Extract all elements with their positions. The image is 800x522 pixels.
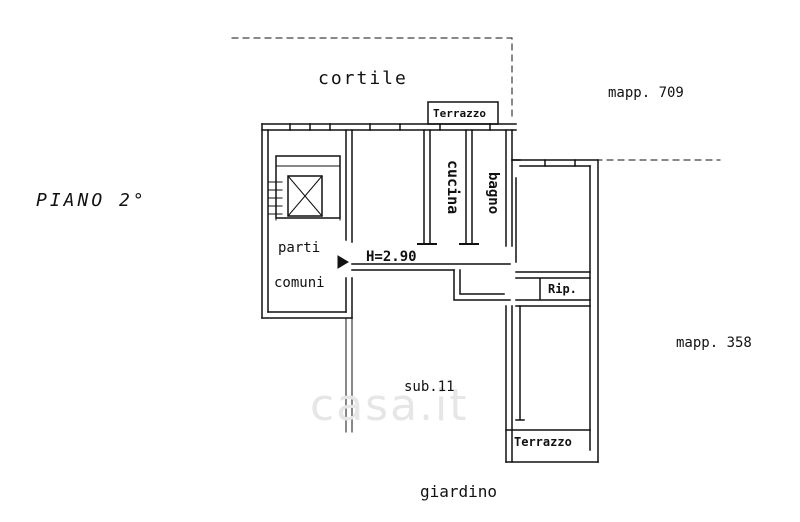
storage-label: Rip. [548,282,577,296]
window-marks [289,123,576,167]
parcel-709-label: mapp. 709 [608,85,684,101]
outer-wall-left [261,123,269,319]
wall-bath-jog [511,129,521,161]
stair-wall [275,155,341,221]
wall-kitchen-right [465,129,473,245]
bathroom-label: bagno [485,172,501,215]
entry-arrow [337,255,349,269]
lift-cross [287,175,323,217]
wall-common-divider [345,129,353,243]
corridor-step [453,269,511,301]
subunit-label: sub.11 [404,379,455,395]
corridor-top [351,263,511,271]
wall-right-top [511,159,599,167]
lift-shaft [287,175,323,217]
bottom-terrace [505,429,599,463]
wall-kitchen-left [423,129,431,245]
outer-wall-bottom-left [261,311,353,319]
wall-common-bottom [345,277,353,319]
storage-walls [515,271,591,307]
room-sub11-right-jog [515,305,525,421]
wall-bath-right [505,129,513,247]
height-label: H=2.90 [366,249,417,265]
courtyard-boundary [231,37,513,121]
garden-label: giardino [420,482,498,501]
watermark: casa.it [310,380,469,431]
kitchen-label: cucina [444,160,462,215]
parcel-358-label: mapp. 358 [676,335,752,351]
stair-steps [267,181,283,215]
room-sub11-right [505,305,513,463]
stairwell [275,155,341,219]
top-terrace-label: Terrazzo [433,107,486,120]
common-parts-label-1: parti [278,240,321,256]
wall-right-outer [589,159,599,463]
outer-wall-top [261,123,517,131]
common-parts-label-2: comuni [274,275,325,291]
floor-label: PIANO 2° [36,190,147,211]
bottom-terrace-label: Terrazzo [514,435,572,449]
courtyard-label: cortile [318,68,408,89]
room-sub11-left [345,317,353,433]
